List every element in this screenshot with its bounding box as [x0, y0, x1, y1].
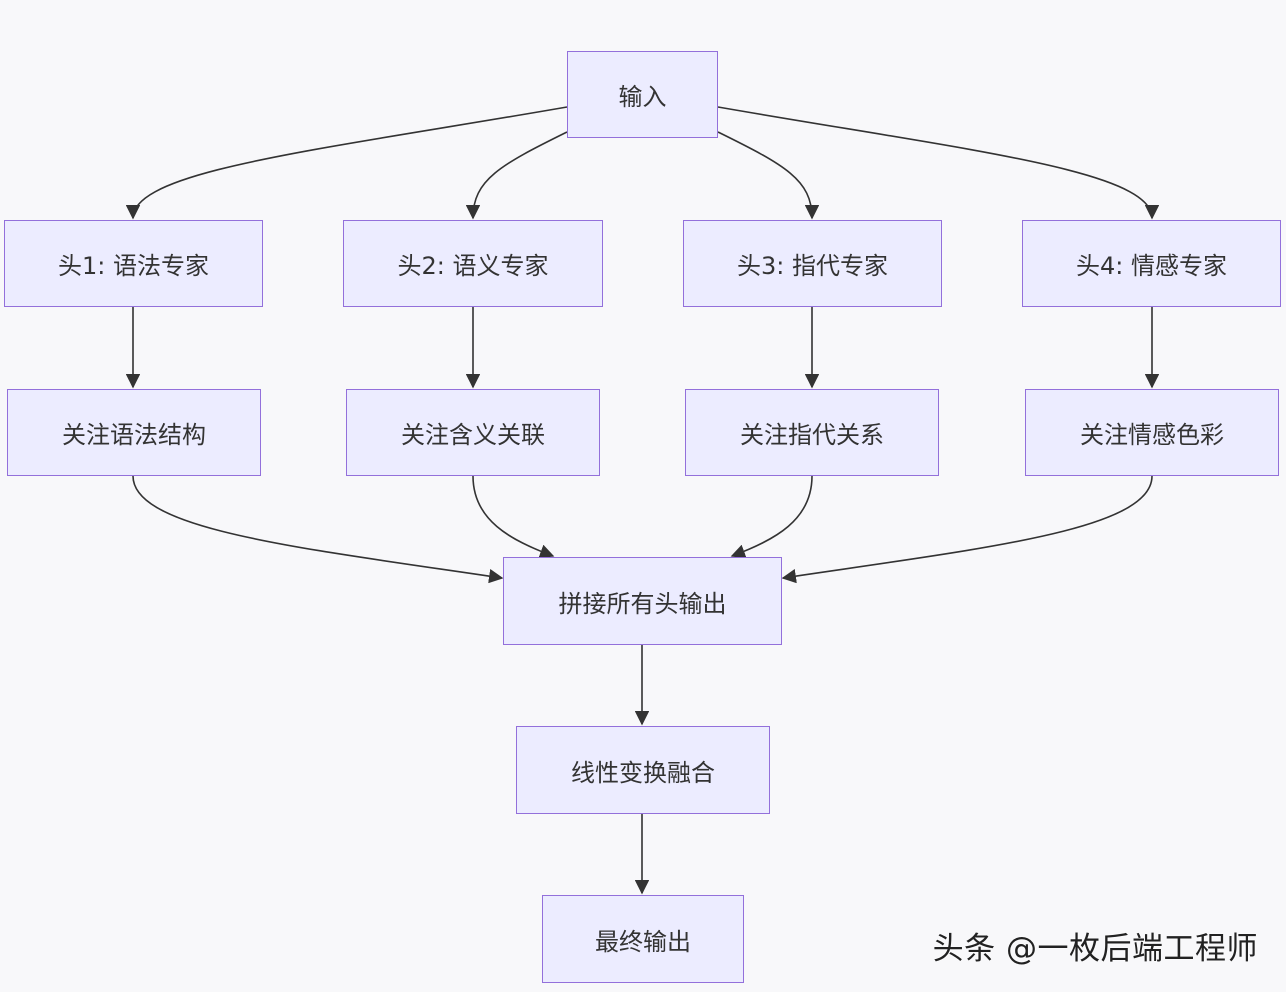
- source-watermark: 头条 @一枚后端工程师: [932, 931, 1258, 967]
- head-2-node: 头2: 语义专家: [343, 220, 603, 307]
- concat-node: 拼接所有头输出: [503, 557, 782, 645]
- head-3-label: 头3: 指代专家: [737, 252, 888, 280]
- edge-input-head4: [717, 106, 1160, 220]
- focus-4-label: 关注情感色彩: [1080, 421, 1224, 449]
- input-node: 输入: [567, 51, 718, 138]
- fusion-label: 线性变换融合: [571, 758, 715, 787]
- edge-focus4-concat: [781, 475, 1153, 584]
- output-node: 最终输出: [542, 895, 744, 983]
- focus-2-node: 关注含义关联: [346, 389, 600, 476]
- focus-1-node: 关注语法结构: [7, 389, 261, 476]
- head-1-node: 头1: 语法专家: [4, 220, 263, 307]
- fusion-node: 线性变换融合: [516, 726, 770, 814]
- head-4-label: 头4: 情感专家: [1076, 252, 1227, 280]
- input-node-label: 输入: [618, 83, 667, 111]
- edge-input-head3: [717, 131, 820, 220]
- head-3-node: 头3: 指代专家: [683, 220, 942, 307]
- edge-focus1-concat: [132, 475, 504, 584]
- focus-3-label: 关注指代关系: [740, 421, 884, 449]
- output-label: 最终输出: [595, 927, 691, 956]
- head-2-label: 头2: 语义专家: [397, 252, 549, 280]
- head-1-label: 头1: 语法专家: [58, 252, 209, 280]
- focus-4-node: 关注情感色彩: [1025, 389, 1279, 476]
- head-4-node: 头4: 情感专家: [1022, 220, 1281, 307]
- concat-label: 拼接所有头输出: [558, 589, 727, 618]
- edge-input-head2: [465, 131, 568, 220]
- edge-focus3-concat: [730, 475, 813, 559]
- focus-1-label: 关注语法结构: [62, 421, 206, 449]
- focus-3-node: 关注指代关系: [685, 389, 939, 476]
- focus-2-label: 关注含义关联: [401, 421, 545, 449]
- edge-input-head1: [125, 106, 568, 220]
- edge-focus2-concat: [472, 475, 555, 559]
